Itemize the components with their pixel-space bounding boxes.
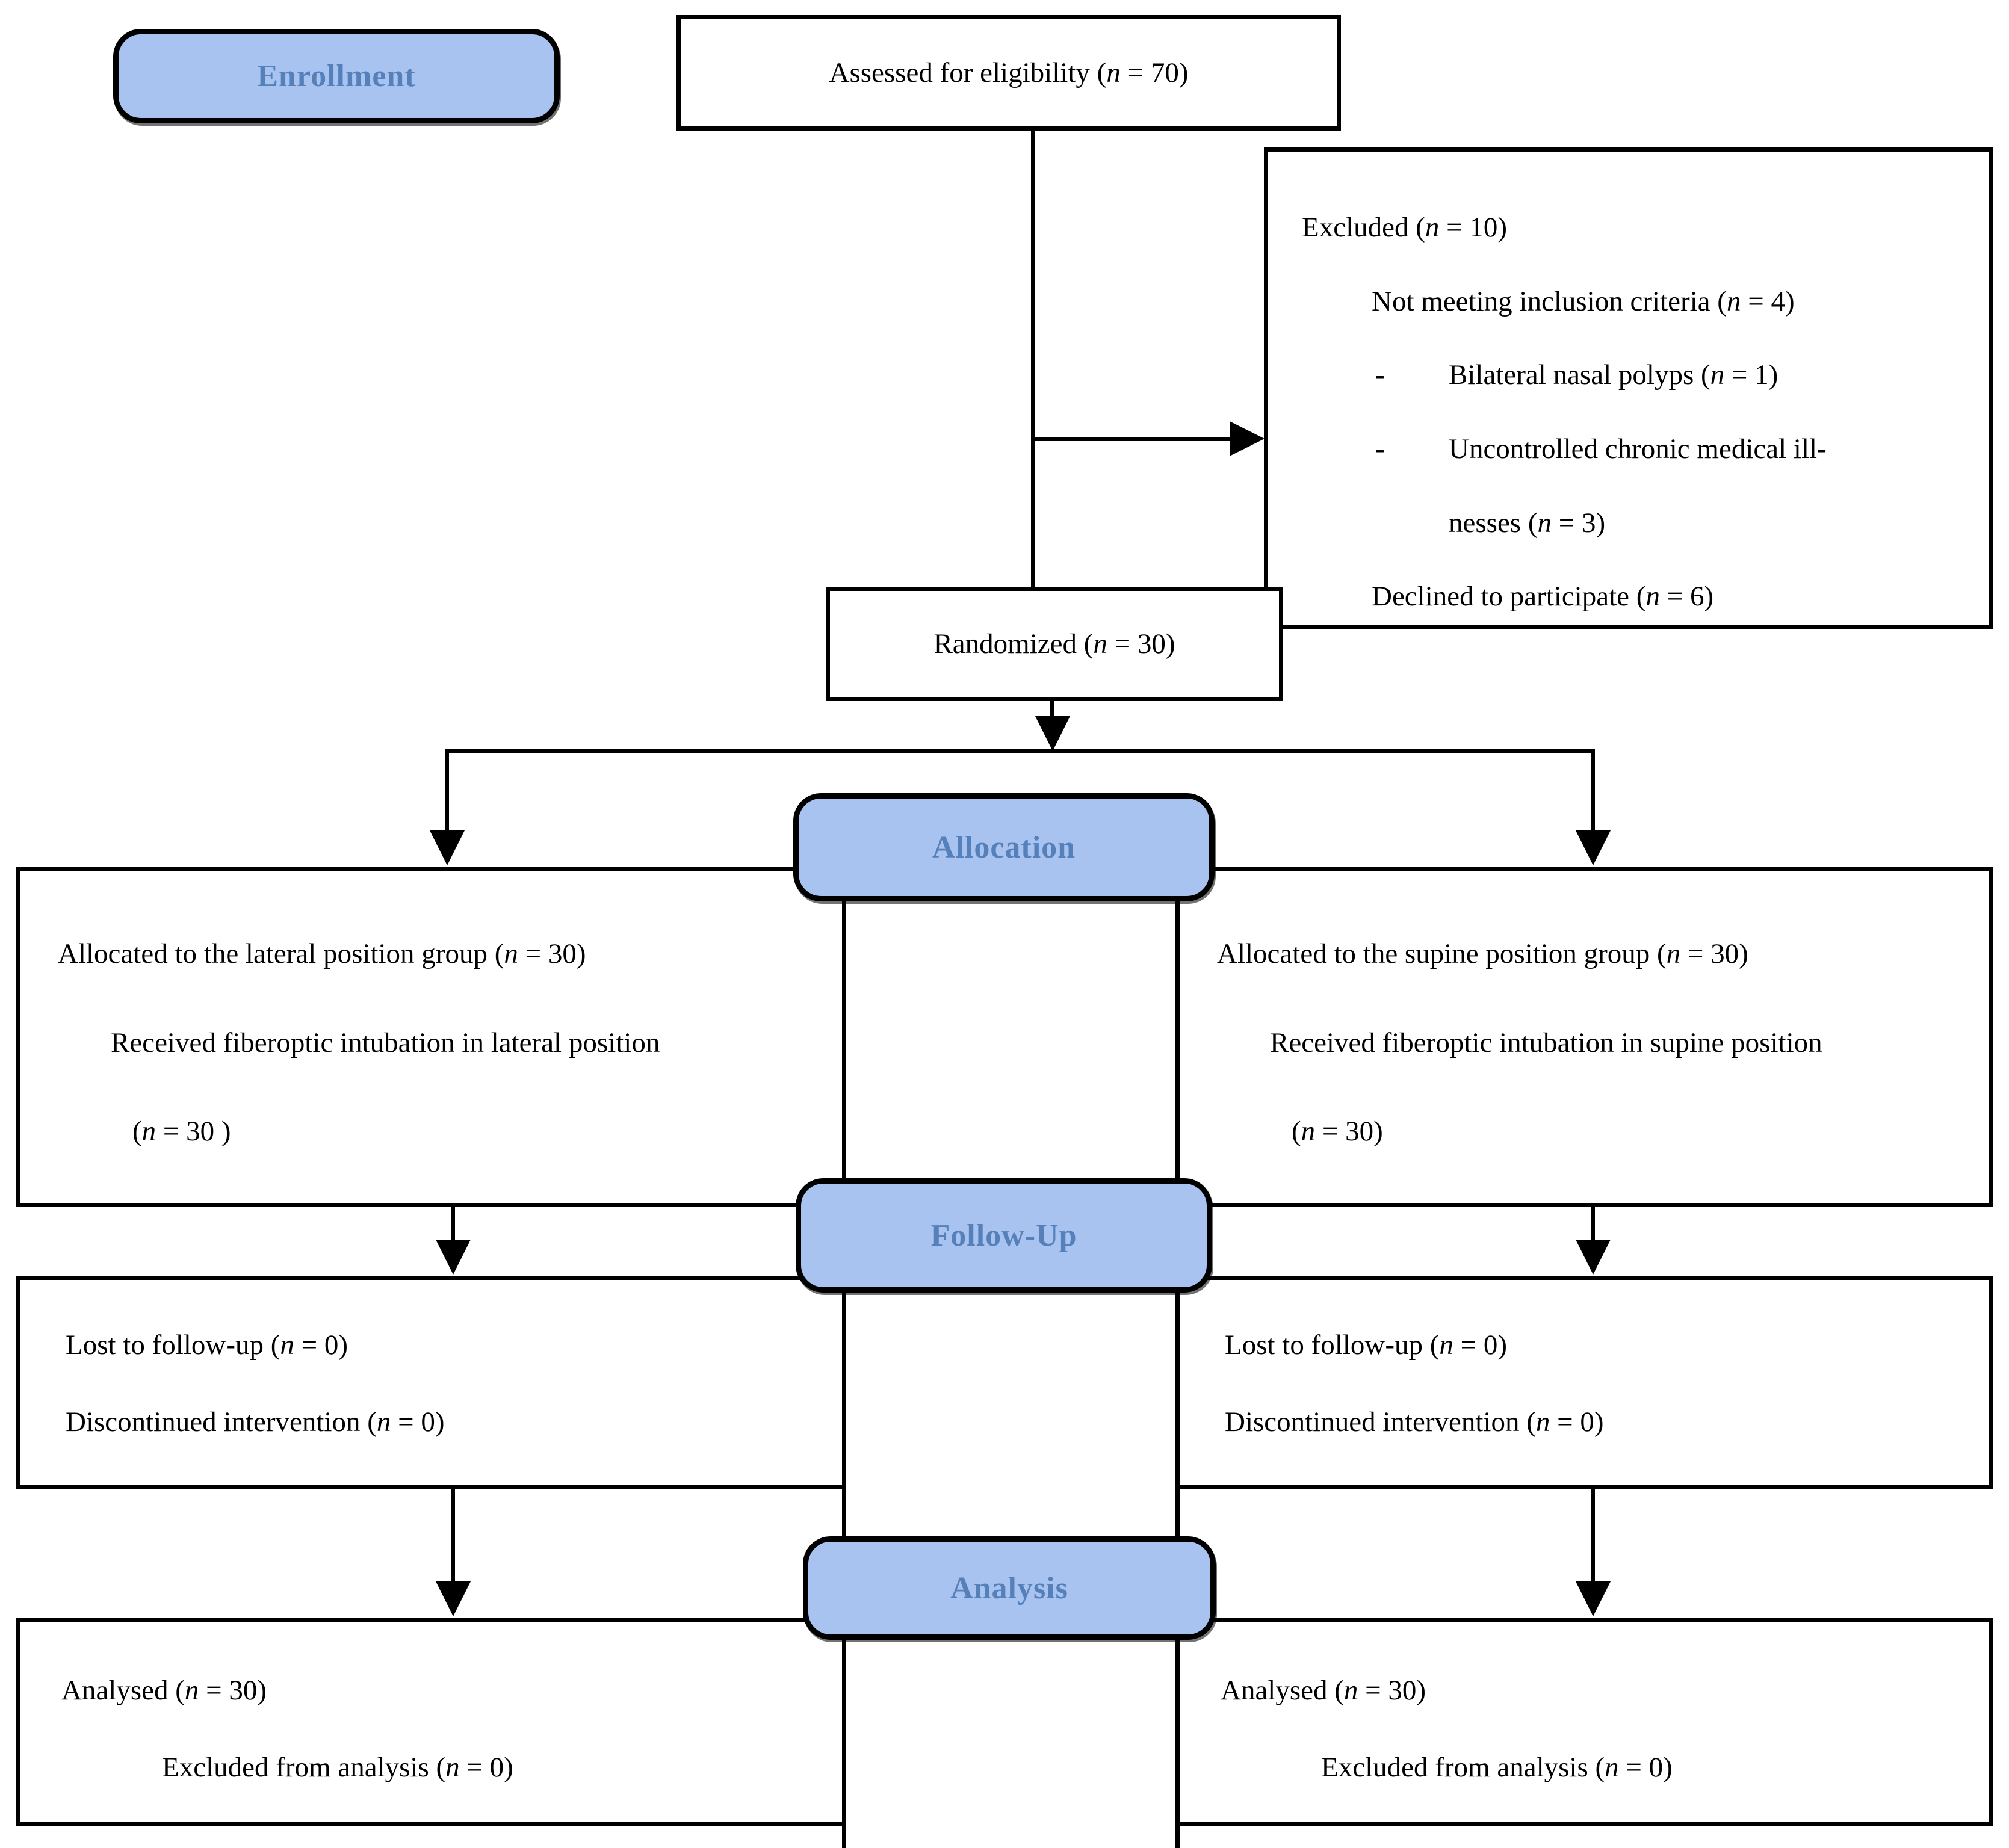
box-randomized: Randomized (n = 30) [826, 587, 1283, 701]
stage-pill-followup: Follow-Up [796, 1178, 1212, 1293]
connector-branch-right-stem [1591, 749, 1595, 834]
excluded-bullet-illnesses-text: Uncontrolled chronic medical ill- [1449, 433, 1827, 465]
arrowhead-branch-icon [1035, 716, 1070, 751]
arrowhead-analysis-left-icon [436, 1581, 471, 1616]
excluded-bullet-polyps-text: Bilateral nasal polyps (n = 1) [1449, 359, 1778, 391]
followup-lateral-line2: Discontinued intervention (n = 0) [66, 1406, 445, 1438]
followup-lateral-line1: Lost to follow-up (n = 0) [66, 1329, 348, 1361]
connector-randomized-to-branch-stem [1050, 700, 1054, 724]
bullet-dash-icon: - [1375, 359, 1385, 391]
arrowhead-followup-right-icon [1576, 1240, 1611, 1275]
allocation-lateral-line3: (n = 30 ) [132, 1116, 231, 1148]
stage-pill-enrollment: Enrollment [113, 29, 560, 123]
allocation-supine-line3: (n = 30) [1292, 1116, 1383, 1148]
box-analysis-supine: Analysed (n = 30) Excluded from analysis… [1175, 1618, 1993, 1826]
followup-supine-line2: Discontinued intervention (n = 0) [1225, 1406, 1604, 1438]
arrowhead-analysis-right-icon [1576, 1581, 1611, 1616]
assessed-text: Assessed for eligibility (n = 70) [829, 57, 1189, 88]
analysis-lateral-line1: Analysed (n = 30) [61, 1675, 267, 1706]
excluded-line-total: Excluded (n = 10) [1302, 212, 1508, 243]
stage-pill-allocation: Allocation [793, 793, 1215, 901]
connector-allocright-to-followup-stem [1591, 1206, 1595, 1243]
arrowhead-excluded-icon [1230, 421, 1265, 456]
stage-label-enrollment: Enrollment [257, 59, 416, 93]
connector-assessed-to-randomized [1031, 131, 1035, 588]
box-assessed: Assessed for eligibility (n = 70) [676, 15, 1341, 131]
connector-furight-to-analysis-stem [1591, 1488, 1595, 1584]
arrowhead-followup-left-icon [436, 1240, 471, 1275]
excluded-line-declined: Declined to participate (n = 6) [1372, 581, 1714, 613]
analysis-lateral-line2: Excluded from analysis (n = 0) [162, 1751, 513, 1783]
allocation-supine-line2: Received fiberoptic intubation in supine… [1270, 1027, 1822, 1058]
bullet-dash-icon: - [1375, 433, 1385, 465]
connector-branch-left-stem [445, 749, 449, 834]
excluded-line-not-meeting: Not meeting inclusion criteria (n = 4) [1372, 285, 1795, 317]
box-followup-supine: Lost to follow-up (n = 0) Discontinued i… [1175, 1276, 1993, 1489]
randomized-text: Randomized (n = 30) [933, 628, 1175, 660]
allocation-lateral-line1: Allocated to the lateral position group … [58, 938, 586, 969]
box-followup-lateral: Lost to follow-up (n = 0) Discontinued i… [16, 1276, 846, 1489]
allocation-lateral-line2: Received fiberoptic intubation in latera… [111, 1027, 660, 1058]
allocation-supine-line1: Allocated to the supine position group (… [1217, 938, 1748, 969]
analysis-supine-line2: Excluded from analysis (n = 0) [1321, 1751, 1673, 1783]
connector-fuleft-to-analysis-stem [451, 1488, 455, 1584]
arrowhead-allocation-left-icon [430, 830, 465, 865]
connector-branch-line [445, 749, 1595, 753]
followup-supine-line1: Lost to follow-up (n = 0) [1225, 1329, 1508, 1361]
stage-label-analysis: Analysis [950, 1571, 1068, 1605]
box-analysis-lateral: Analysed (n = 30) Excluded from analysis… [16, 1618, 846, 1826]
stage-label-allocation: Allocation [932, 830, 1076, 865]
excluded-bullet-illnesses-continuation: nesses (n = 3) [1449, 507, 1606, 539]
box-allocation-lateral: Allocated to the lateral position group … [16, 867, 846, 1207]
analysis-supine-line1: Analysed (n = 30) [1221, 1675, 1426, 1706]
box-allocation-supine: Allocated to the supine position group (… [1175, 867, 1993, 1207]
excluded-bullet-illnesses: - Uncontrolled chronic medical ill- [1268, 433, 1989, 465]
connector-allocleft-to-followup-stem [451, 1206, 455, 1243]
arrowhead-allocation-right-icon [1576, 830, 1611, 865]
box-excluded: Excluded (n = 10) Not meeting inclusion … [1264, 147, 1993, 629]
excluded-bullet-polyps: - Bilateral nasal polyps (n = 1) [1268, 359, 1989, 391]
stage-label-followup: Follow-Up [930, 1218, 1077, 1253]
stage-pill-analysis: Analysis [803, 1536, 1216, 1640]
connector-to-excluded-stem [1031, 437, 1230, 441]
